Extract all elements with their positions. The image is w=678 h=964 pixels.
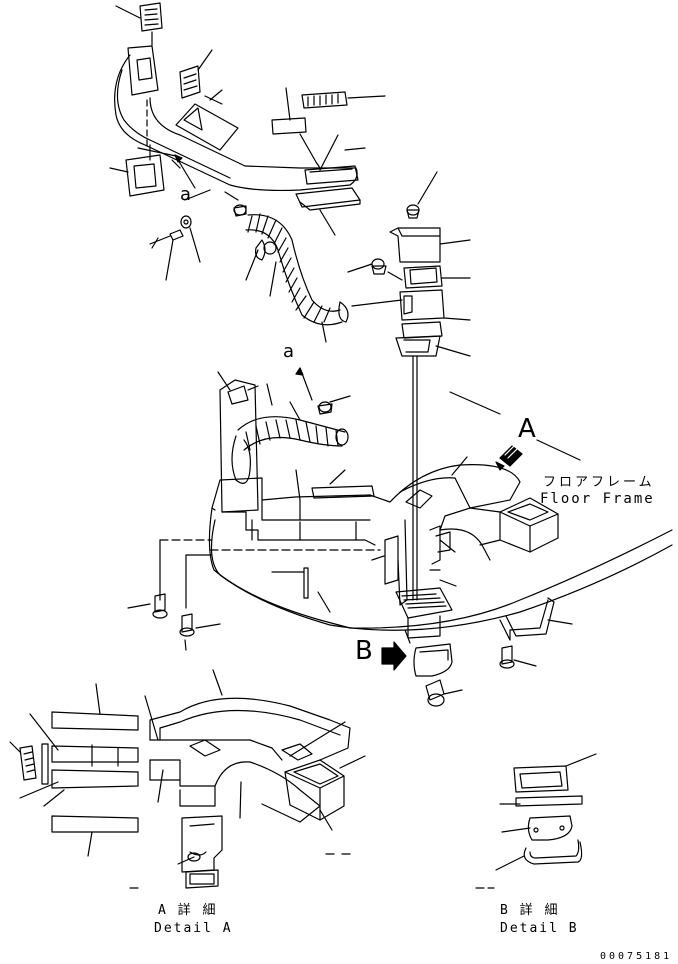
detail-b-drawing [476, 754, 596, 888]
view-b-label: B [355, 636, 373, 666]
upper-duct-assembly [110, 3, 385, 280]
detail-a-title-jp: A 詳 細 [158, 903, 218, 918]
detail-b-title-en: Detail B [500, 921, 579, 936]
view-a-label: A [518, 414, 536, 444]
callout-a-mid: a [283, 341, 295, 362]
drawing-number: 00075181 [600, 951, 673, 962]
mid-left-assembly [218, 368, 350, 512]
callout-a-upper: a [180, 184, 192, 205]
detail-b-title-jp: B 詳 細 [500, 903, 560, 918]
right-bracket-stack [348, 172, 470, 600]
floor-frame [128, 392, 672, 650]
detail-a-drawing [10, 670, 365, 888]
arrow-a [496, 440, 580, 470]
detail-a-title-en: Detail A [154, 921, 233, 936]
hose-upper [225, 192, 402, 342]
b-area-parts [382, 598, 572, 706]
floor-frame-label-jp: フロアフレーム [543, 475, 655, 490]
floor-frame-label-en: Floor Frame [540, 491, 655, 507]
